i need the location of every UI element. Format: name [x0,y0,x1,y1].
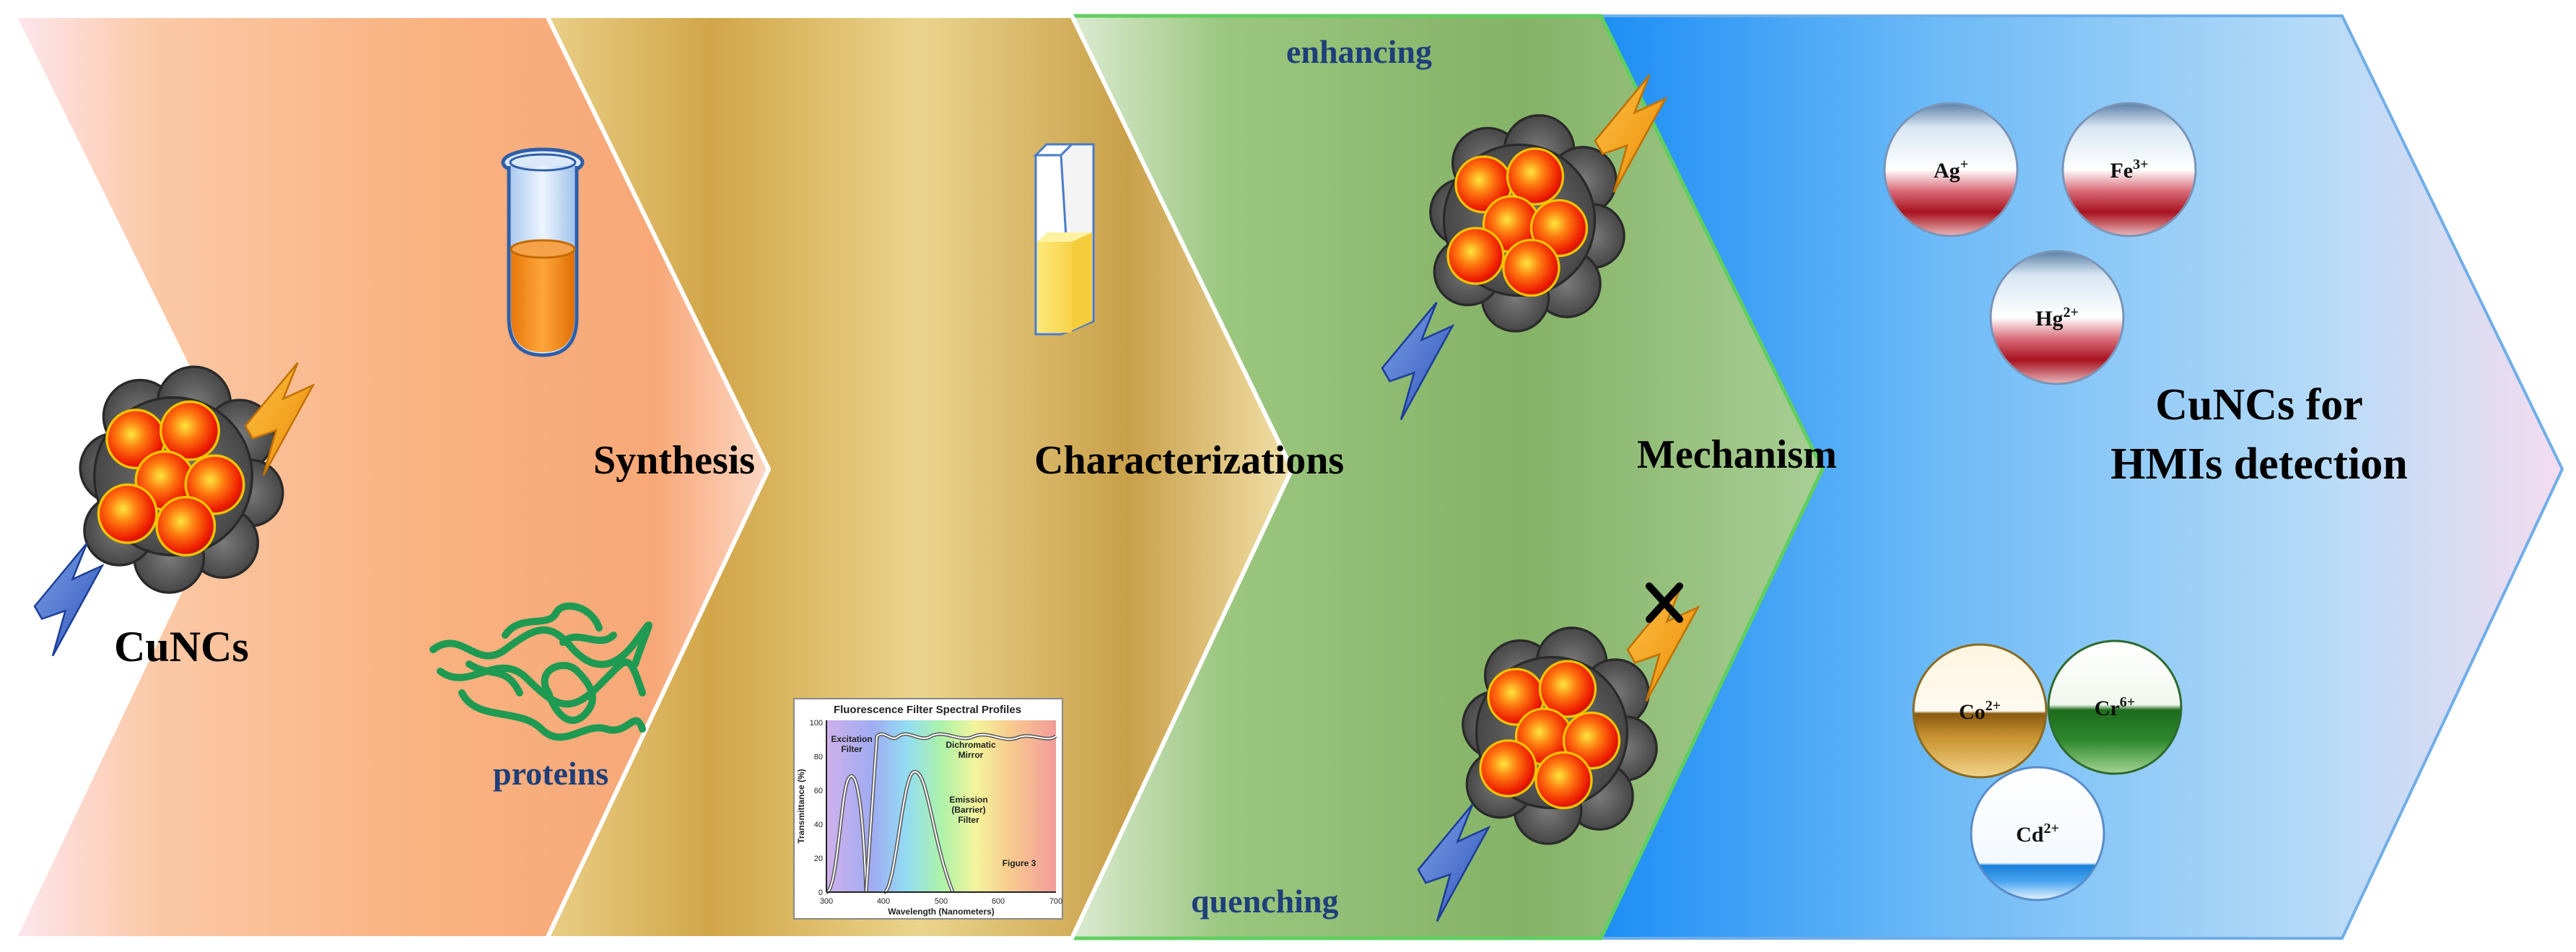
test-tube-icon [501,147,585,357]
proteins-label: proteins [493,755,609,792]
ion-charge: 2+ [1986,698,2001,714]
y-tick: 100 [810,719,823,728]
annotation-emission: (Barrier) [951,805,985,815]
ion-cd: Cd2+ [1970,766,2105,901]
ion-symbol: Hg [2035,307,2063,331]
svg-text:Hg2+: Hg2+ [2035,305,2079,331]
ion-ag: Ag+ [1883,102,2019,237]
x-tick: 400 [877,897,890,906]
proteins-icon [429,602,652,741]
spectrum-ylabel: Transmittance (%) [796,769,806,843]
x-tick: 300 [820,897,833,906]
svg-text:Cd2+: Cd2+ [2016,821,2059,847]
stage-synthesis-label: Synthesis [593,438,756,483]
ion-hg: Hg2+ [1989,250,2125,385]
ion-symbol: Cr [2095,696,2120,720]
annotation-emission: Filter [958,815,979,825]
annotation-figure: Figure 3 [1003,858,1036,868]
y-tick: 80 [814,753,823,761]
annotation-dichromatic: Dichromatic [946,740,996,750]
ion-symbol: Fe [2110,159,2133,183]
annotation-excitation: Filter [841,744,863,754]
annotation-emission: Emission [949,795,987,805]
svg-text:Cr6+: Cr6+ [2095,694,2135,720]
annotation-dichromatic: Mirror [959,750,984,760]
ion-charge: 6+ [2120,694,2135,710]
stage-mechanism-label: Mechanism [1637,432,1837,477]
detection-label-line1: CuNCs for [2155,380,2363,429]
ion-charge: 2+ [2063,305,2078,320]
cuvette-icon [1033,143,1095,336]
spectrum-inset: Fluorescence Filter Spectral Profiles 0 … [793,698,1063,920]
quenching-label: quenching [1191,883,1339,920]
ion-charge: + [1960,157,1968,173]
y-tick: 0 [818,888,823,897]
ion-symbol: Cd [2016,823,2044,847]
x-tick: 500 [935,897,948,906]
ion-symbol: Ag [1934,159,1960,183]
ion-cr: Cr6+ [2047,639,2183,775]
ion-symbol: Co [1959,700,1986,724]
svg-text:Co2+: Co2+ [1959,698,2001,724]
stage-cuncs-label: CuNCs [114,623,249,671]
annotation-excitation: Excitation [831,734,872,744]
ion-charge: 3+ [2133,157,2148,173]
ion-fe: Fe3+ [2061,102,2197,237]
y-tick: 40 [814,821,823,829]
block-x-icon [1646,582,1683,623]
y-tick: 20 [814,855,823,863]
enhancing-label: enhancing [1286,33,1432,70]
stage-detection-label: CuNCs for HMIs detection [2079,375,2440,494]
svg-text:Ag+: Ag+ [1934,157,1968,183]
ion-co: Co2+ [1912,643,2048,779]
x-tick: 700 [1049,897,1062,906]
quenching-cluster-icon [1417,582,1699,922]
x-tick: 600 [992,897,1005,906]
svg-text:Fe3+: Fe3+ [2110,157,2148,183]
detection-label-line2: HMIs detection [2110,440,2408,489]
stage-characterizations-label: Characterizations [1034,438,1345,483]
spectrum-xlabel: Wavelength (Nanometers) [888,907,995,917]
ion-charge: 2+ [2043,821,2058,837]
y-tick: 60 [814,787,823,795]
spectrum-title: Fluorescence Filter Spectral Profiles [834,704,1021,716]
